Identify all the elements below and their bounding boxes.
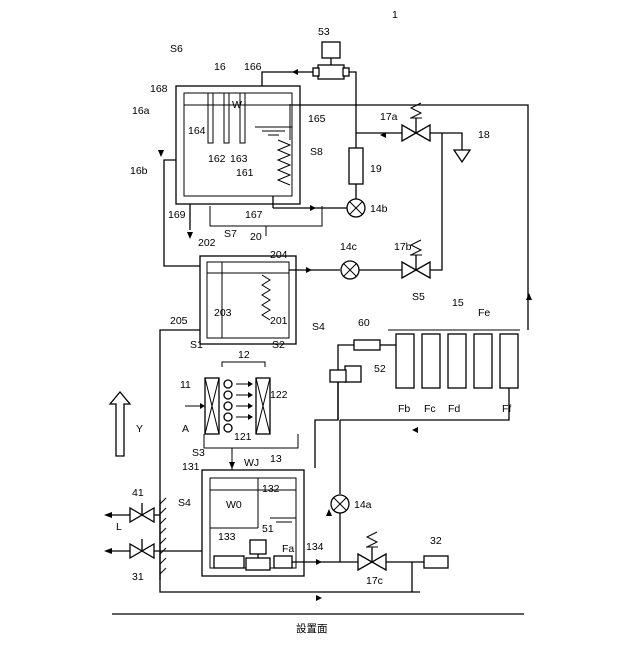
label-S6: S6 bbox=[170, 43, 183, 55]
filter-Fa bbox=[274, 556, 292, 568]
pump-53 bbox=[313, 42, 349, 79]
labels: 1 53 S6 16 166 168 16a W 164 162 163 165… bbox=[116, 9, 511, 635]
label-n122: 122 bbox=[270, 389, 288, 401]
label-n133: 133 bbox=[218, 531, 236, 543]
label-n1: 1 bbox=[392, 9, 398, 21]
label-n14b: 14b bbox=[370, 203, 388, 215]
drain-18 bbox=[454, 150, 470, 162]
label-n204: 204 bbox=[270, 249, 288, 261]
label-S5: S5 bbox=[412, 291, 425, 303]
up-arrow-icon bbox=[110, 392, 130, 456]
heater-19 bbox=[349, 148, 363, 184]
label-W0: W0 bbox=[226, 499, 242, 511]
label-n16b: 16b bbox=[130, 165, 148, 177]
label-n14c: 14c bbox=[340, 241, 357, 253]
label-n164: 164 bbox=[188, 125, 206, 137]
label-n169: 169 bbox=[168, 209, 186, 221]
unit-11 bbox=[205, 378, 219, 434]
label-n18: 18 bbox=[478, 129, 490, 141]
label-S4a: S4 bbox=[312, 321, 325, 333]
label-n163: 163 bbox=[230, 153, 248, 165]
side-wall-hatch bbox=[160, 498, 166, 580]
label-n41: 41 bbox=[132, 487, 144, 499]
label-n121: 121 bbox=[234, 431, 252, 443]
pump-52 bbox=[330, 366, 361, 420]
label-n16a: 16a bbox=[132, 105, 150, 117]
label-Y: Y bbox=[136, 423, 143, 435]
unit-60 bbox=[354, 340, 380, 350]
label-n53: 53 bbox=[318, 26, 330, 38]
unit-133 bbox=[214, 556, 244, 568]
label-L: L bbox=[116, 521, 122, 533]
coil-121 bbox=[224, 380, 232, 432]
valve-14a bbox=[331, 495, 349, 513]
label-n12: 12 bbox=[238, 349, 250, 361]
label-n201: 201 bbox=[270, 315, 288, 327]
label-n17b: 17b bbox=[394, 241, 412, 253]
label-n20: 20 bbox=[250, 231, 262, 243]
valve-41 bbox=[130, 503, 154, 522]
label-S7: S7 bbox=[224, 228, 237, 240]
label-ground: 設置面 bbox=[296, 622, 328, 635]
label-n131: 131 bbox=[182, 461, 200, 473]
unit-32 bbox=[424, 556, 448, 568]
label-n13: 13 bbox=[270, 453, 282, 465]
label-Fe: Fe bbox=[478, 307, 490, 319]
label-n134: 134 bbox=[306, 541, 324, 553]
label-n14a: 14a bbox=[354, 499, 372, 511]
label-S3: S3 bbox=[192, 447, 205, 459]
label-W: W bbox=[232, 99, 242, 111]
label-Ff: Ff bbox=[502, 403, 511, 415]
label-n132: 132 bbox=[262, 483, 280, 495]
valve-14c bbox=[341, 261, 359, 279]
label-n166: 166 bbox=[244, 61, 262, 73]
label-n17c: 17c bbox=[366, 575, 383, 587]
label-n202: 202 bbox=[198, 237, 216, 249]
label-n161: 161 bbox=[236, 167, 254, 179]
label-Fa: Fa bbox=[282, 543, 294, 555]
valve-14b bbox=[347, 199, 365, 217]
label-n205: 205 bbox=[170, 315, 188, 327]
label-S2: S2 bbox=[272, 339, 285, 351]
label-n167: 167 bbox=[245, 209, 263, 221]
label-S1: S1 bbox=[190, 339, 203, 351]
label-n203: 203 bbox=[214, 307, 232, 319]
label-n16: 16 bbox=[214, 61, 226, 73]
label-n51: 51 bbox=[262, 523, 274, 535]
label-Fc: Fc bbox=[424, 403, 436, 415]
label-n19: 19 bbox=[370, 163, 382, 175]
label-n165: 165 bbox=[308, 113, 326, 125]
unit-122 bbox=[256, 378, 270, 434]
filter-bank-15 bbox=[388, 330, 520, 388]
label-S8: S8 bbox=[310, 146, 323, 158]
valve-17c bbox=[358, 532, 386, 570]
valve-31 bbox=[130, 539, 154, 558]
label-A: A bbox=[182, 423, 189, 435]
label-n60: 60 bbox=[358, 317, 370, 329]
label-WJ: WJ bbox=[244, 457, 259, 469]
label-n11: 11 bbox=[180, 379, 191, 391]
label-Fd: Fd bbox=[448, 403, 460, 415]
label-n32: 32 bbox=[430, 535, 442, 547]
label-n162: 162 bbox=[208, 153, 226, 165]
label-Fb: Fb bbox=[398, 403, 410, 415]
label-n31: 31 bbox=[132, 571, 144, 583]
label-n15: 15 bbox=[452, 297, 464, 309]
tank-20 bbox=[200, 256, 296, 344]
valve-17a bbox=[402, 103, 430, 141]
label-n168: 168 bbox=[150, 83, 168, 95]
label-n17a: 17a bbox=[380, 111, 398, 123]
label-S4b: S4 bbox=[178, 497, 191, 509]
label-n52: 52 bbox=[374, 363, 386, 375]
